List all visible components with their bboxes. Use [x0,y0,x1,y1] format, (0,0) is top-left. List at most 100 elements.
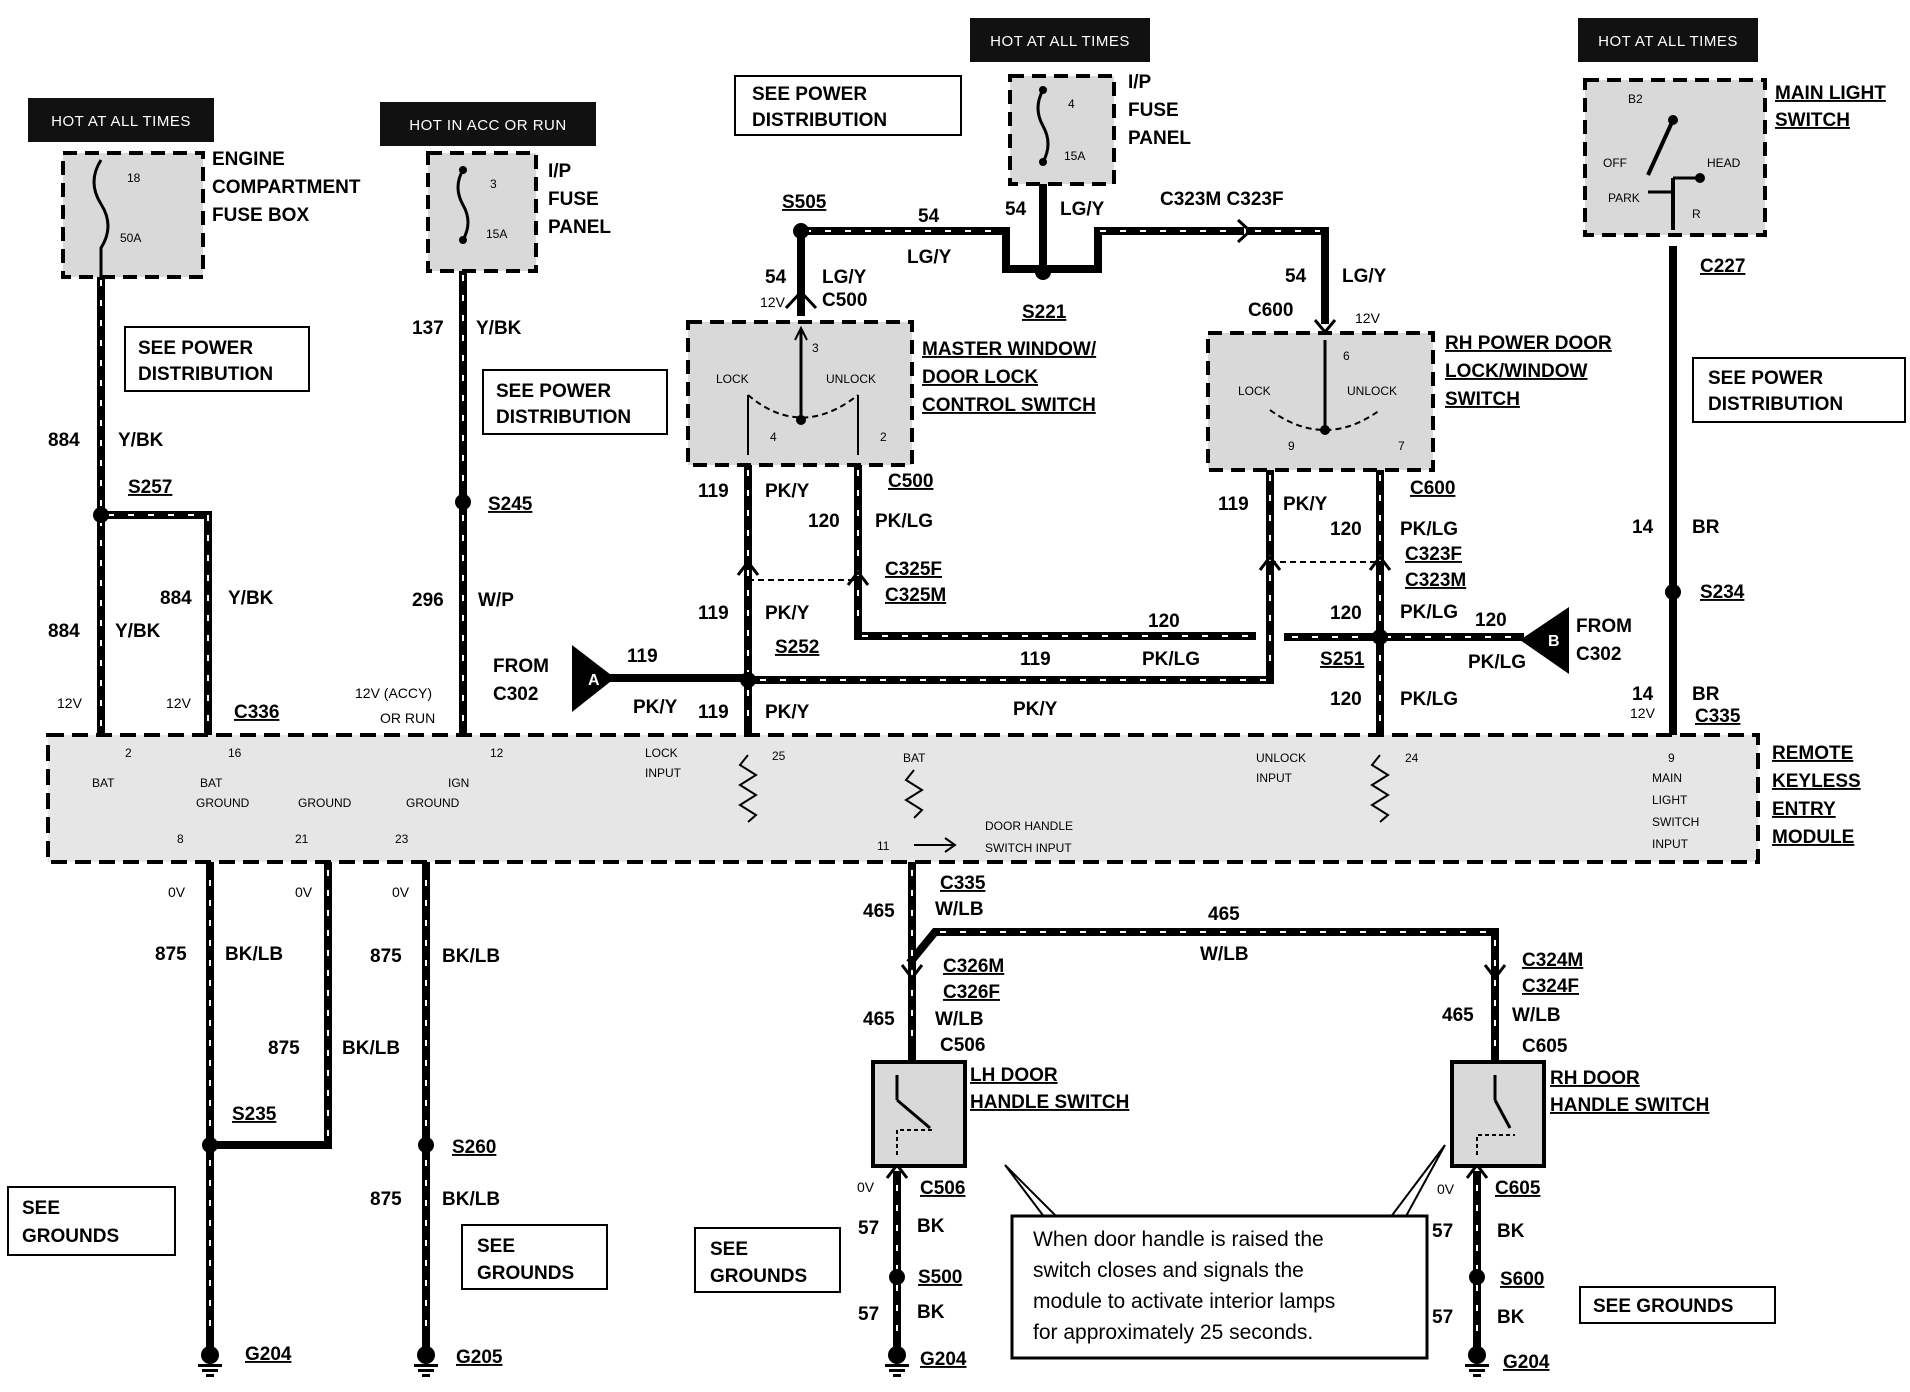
svg-text:119: 119 [698,702,729,723]
svg-text:S235: S235 [232,1104,277,1125]
svg-text:C600: C600 [1248,300,1293,321]
svg-text:HOT IN ACC OR RUN: HOT IN ACC OR RUN [409,117,566,134]
svg-text:120: 120 [1330,689,1362,710]
svg-text:PANEL: PANEL [1128,128,1191,149]
svg-text:LOCK: LOCK [1238,384,1271,398]
svg-text:11: 11 [877,839,890,853]
svg-text:DISTRIBUTION: DISTRIBUTION [138,364,273,385]
svg-text:S500: S500 [918,1267,962,1288]
svg-text:UNLOCK: UNLOCK [826,372,876,386]
svg-text:W/LB: W/LB [1512,1005,1561,1026]
svg-text:296: 296 [412,590,444,611]
engine-fuse-label-3: FUSE BOX [212,205,309,226]
see-power-distribution-2: SEE POWER DISTRIBUTION [482,369,668,435]
svg-text:LG/Y: LG/Y [1060,199,1105,220]
svg-text:54: 54 [765,267,787,288]
svg-text:GROUNDS: GROUNDS [710,1266,807,1287]
svg-text:465: 465 [1208,904,1240,925]
svg-text:FUSE: FUSE [548,189,599,210]
svg-text:57: 57 [1432,1221,1453,1242]
svg-text:Y/BK: Y/BK [228,588,274,609]
svg-text:C323M C323F: C323M C323F [1160,189,1284,210]
svg-text:120: 120 [1148,611,1180,632]
svg-text:R: R [1692,207,1701,221]
svg-text:BK/LB: BK/LB [225,944,283,965]
svg-text:MAIN LIGHT: MAIN LIGHT [1775,83,1886,104]
svg-text:FROM: FROM [1576,616,1632,637]
svg-text:12: 12 [490,746,504,760]
svg-text:9: 9 [1668,751,1675,765]
svg-text:0V: 0V [857,1179,875,1195]
svg-text:G204: G204 [1503,1352,1550,1373]
rh-door-handle-switch: RH DOOR HANDLE SWITCH [1450,1060,1709,1168]
see-grounds-4: SEE GROUNDS [1579,1286,1776,1324]
svg-text:G204: G204 [920,1349,967,1370]
svg-text:KEYLESS: KEYLESS [1772,771,1861,792]
svg-text:C605: C605 [1495,1178,1541,1199]
svg-text:C500: C500 [888,471,933,492]
svg-text:S245: S245 [488,494,533,515]
svg-text:C324F: C324F [1522,976,1579,997]
svg-text:15A: 15A [486,227,507,241]
see-grounds-2: SEE GROUNDS [461,1224,608,1290]
svg-text:I/P: I/P [1128,72,1152,93]
svg-text:8: 8 [177,832,184,846]
svg-text:RH DOOR: RH DOOR [1550,1068,1640,1089]
svg-text:MASTER WINDOW/: MASTER WINDOW/ [922,339,1097,360]
svg-text:SEE POWER: SEE POWER [1708,368,1823,389]
see-grounds-3: SEE GROUNDS [694,1227,841,1293]
master-window-door-lock-switch: LOCK UNLOCK 3 4 2 MASTER WINDOW/ DOOR LO… [686,320,1097,467]
svg-text:C324M: C324M [1522,950,1583,971]
svg-text:W/LB: W/LB [935,899,984,920]
svg-text:UNLOCK: UNLOCK [1256,751,1306,765]
svg-text:SWITCH INPUT: SWITCH INPUT [985,841,1072,855]
svg-text:LOCK/WINDOW: LOCK/WINDOW [1445,361,1588,382]
svg-text:BR: BR [1692,684,1720,705]
svg-text:PK/Y: PK/Y [1283,494,1328,515]
svg-text:C323M: C323M [1405,570,1466,591]
svg-text:switch closes and signals the: switch closes and signals the [1033,1259,1304,1282]
svg-text:S505: S505 [782,192,827,213]
svg-text:LG/Y: LG/Y [1342,266,1387,287]
see-power-distribution-4: SEE POWER DISTRIBUTION [1692,357,1906,423]
svg-text:0V: 0V [168,884,186,900]
svg-text:BAT: BAT [200,776,223,790]
svg-text:S234: S234 [1700,582,1745,603]
svg-text:C326F: C326F [943,982,1000,1003]
svg-text:PK/Y: PK/Y [1013,699,1058,720]
svg-text:SEE POWER: SEE POWER [752,84,867,105]
svg-text:SWITCH: SWITCH [1775,110,1850,131]
svg-text:DOOR LOCK: DOOR LOCK [922,367,1038,388]
svg-text:PK/LG: PK/LG [875,511,933,532]
svg-text:57: 57 [1432,1307,1453,1328]
svg-text:875: 875 [370,946,402,967]
svg-text:875: 875 [155,944,187,965]
hot-label-1: HOT AT ALL TIMES [28,98,214,142]
svg-text:SEE: SEE [22,1198,60,1219]
svg-text:DISTRIBUTION: DISTRIBUTION [752,110,887,131]
svg-text:884: 884 [48,621,80,642]
ip-fuse-panel-2: 4 15A I/P FUSE PANEL [1008,72,1191,186]
svg-text:GROUNDS: GROUNDS [477,1263,574,1284]
svg-text:W/LB: W/LB [935,1009,984,1030]
svg-text:MAIN: MAIN [1652,771,1682,785]
svg-text:SWITCH: SWITCH [1445,389,1520,410]
svg-text:884: 884 [160,588,192,609]
svg-text:GROUND: GROUND [298,796,352,810]
engine-fuse-label-2: COMPARTMENT [212,177,361,198]
svg-text:C323F: C323F [1405,544,1462,565]
svg-text:465: 465 [1442,1005,1474,1026]
svg-text:W/P: W/P [478,590,514,611]
svg-text:C506: C506 [920,1178,965,1199]
svg-text:S251: S251 [1320,649,1365,670]
svg-text:A: A [588,672,600,689]
svg-text:ENTRY: ENTRY [1772,799,1836,820]
svg-text:C336: C336 [234,702,279,723]
svg-text:25: 25 [772,749,786,763]
svg-text:RH POWER DOOR: RH POWER DOOR [1445,333,1612,354]
svg-text:SEE GROUNDS: SEE GROUNDS [1593,1296,1733,1317]
svg-text:DISTRIBUTION: DISTRIBUTION [496,407,631,428]
svg-text:HANDLE SWITCH: HANDLE SWITCH [1550,1095,1709,1116]
svg-text:C506: C506 [940,1035,985,1056]
svg-text:UNLOCK: UNLOCK [1347,384,1397,398]
